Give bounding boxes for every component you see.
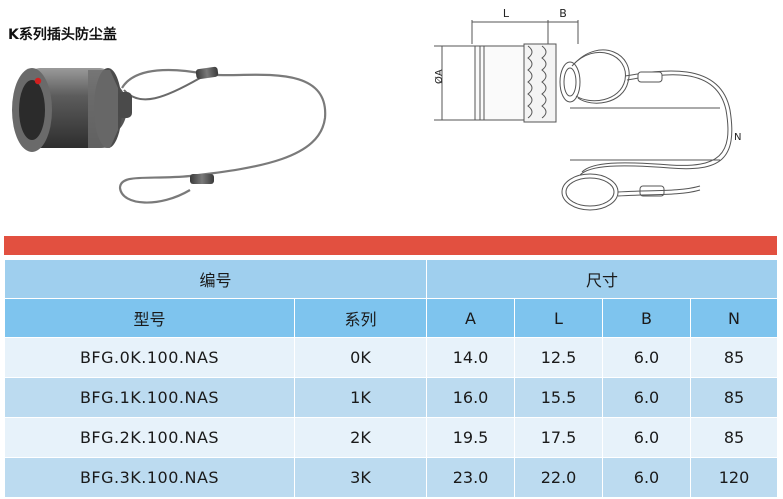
col-header-B: B (602, 298, 692, 338)
col-header-A: A (426, 298, 516, 338)
cell-N: 85 (690, 337, 779, 378)
cell-A: 16.0 (426, 377, 516, 418)
cell-series: 1K (293, 377, 428, 418)
cell-B: 6.0 (602, 377, 692, 418)
cell-model: BFG.3K.100.NAS (4, 457, 295, 498)
spec-table: 编号 尺寸 型号 系列 A L B N BFG.0K.100.NAS 0K 14… (3, 259, 779, 498)
dimension-drawing: L B ØA N (433, 7, 741, 211)
col-header-model: 型号 (4, 298, 295, 338)
cell-A: 19.5 (426, 417, 516, 458)
cell-N: 120 (690, 457, 779, 498)
cell-model: BFG.1K.100.NAS (4, 377, 295, 418)
col-header-series: 系列 (293, 298, 428, 338)
cell-series: 2K (293, 417, 428, 458)
table-row: BFG.1K.100.NAS 1K 16.0 15.5 6.0 85 (4, 377, 779, 418)
cell-L: 12.5 (514, 337, 604, 378)
dim-A-label: ØA (433, 69, 445, 84)
accent-bar (4, 236, 777, 255)
dim-B-label: B (559, 7, 567, 20)
group-header-row: 编号 尺寸 (3, 259, 779, 299)
cell-model: BFG.0K.100.NAS (4, 337, 295, 378)
col-header-L: L (514, 298, 604, 338)
cell-N: 85 (690, 377, 779, 418)
cell-A: 23.0 (426, 457, 516, 498)
cell-model: BFG.2K.100.NAS (4, 417, 295, 458)
cell-B: 6.0 (602, 417, 692, 458)
cell-B: 6.0 (602, 457, 692, 498)
table-row: BFG.0K.100.NAS 0K 14.0 12.5 6.0 85 (4, 337, 779, 378)
cell-series: 3K (293, 457, 428, 498)
group-header-code: 编号 (3, 259, 428, 299)
col-header-N: N (690, 298, 779, 338)
group-header-size: 尺寸 (426, 259, 779, 299)
cell-N: 85 (690, 417, 779, 458)
table-row: BFG.3K.100.NAS 3K 23.0 22.0 6.0 120 (4, 457, 779, 498)
cell-L: 17.5 (514, 417, 604, 458)
column-header-row: 型号 系列 A L B N (4, 298, 779, 338)
table-row: BFG.2K.100.NAS 2K 19.5 17.5 6.0 85 (4, 417, 779, 458)
dim-N-label: N (734, 132, 741, 143)
cell-series: 0K (293, 337, 428, 378)
cell-A: 14.0 (426, 337, 516, 378)
dim-L-label: L (503, 7, 510, 20)
page-title: K系列插头防尘盖 (8, 27, 117, 43)
cell-B: 6.0 (602, 337, 692, 378)
cell-L: 15.5 (514, 377, 604, 418)
cell-L: 22.0 (514, 457, 604, 498)
dust-cap-photo (12, 66, 327, 204)
